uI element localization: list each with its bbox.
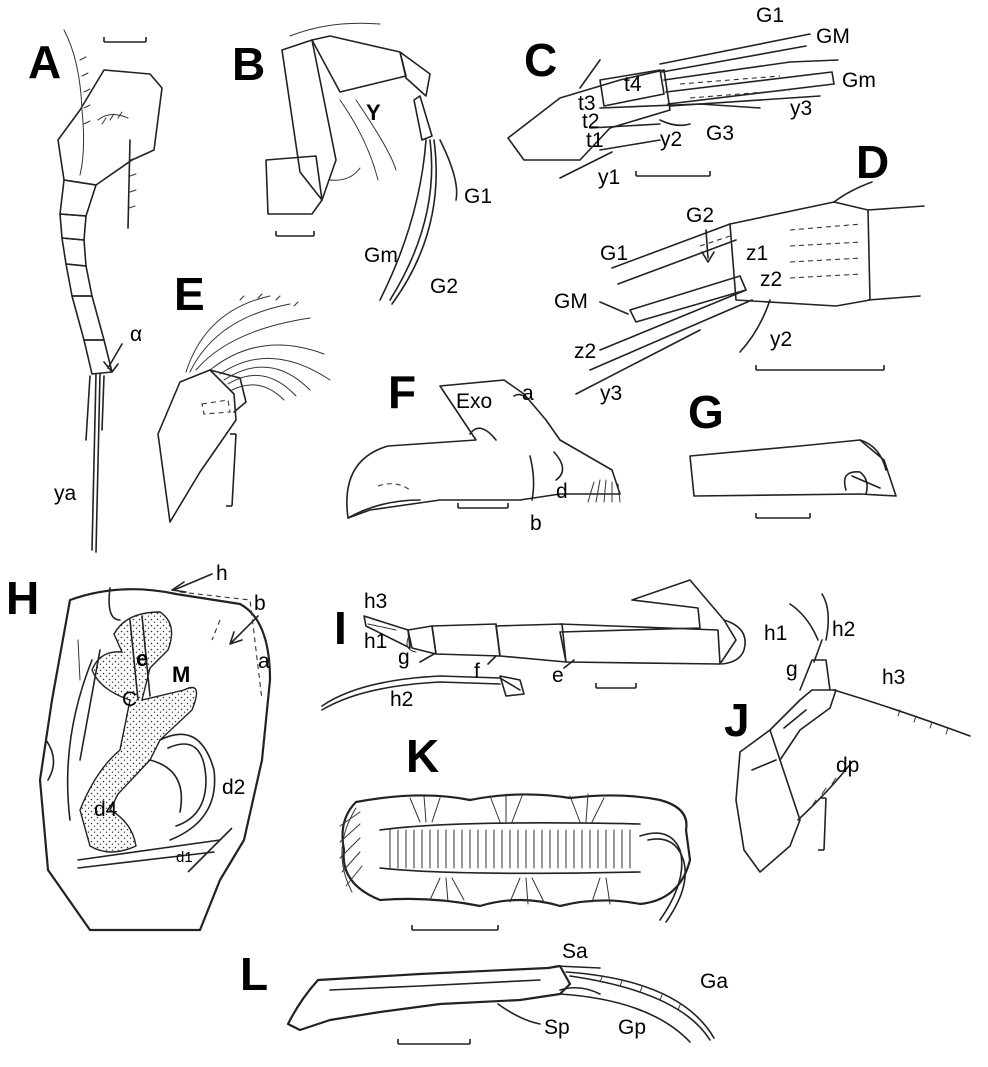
appendage-e-drawing <box>157 293 331 523</box>
panel-letter-j: J <box>724 694 750 746</box>
label-gm: Gm <box>364 244 398 267</box>
segment-k-drawing <box>339 793 692 923</box>
panel-b: B Y G1 Gm G2 <box>232 22 492 305</box>
panel-letter-f: F <box>388 366 416 418</box>
appendage-l-drawing <box>286 964 715 1043</box>
label-gm-d: GM <box>554 290 588 313</box>
label-h1-j: h1 <box>764 622 787 645</box>
label-h2-j: h2 <box>832 618 855 641</box>
panel-letter-i: I <box>334 602 347 654</box>
label-g-i: g <box>398 646 410 669</box>
label-e-h: e <box>136 646 148 671</box>
label-y2-d: y2 <box>770 328 792 351</box>
label-m: M <box>172 662 190 687</box>
label-y3-c: y3 <box>790 97 812 120</box>
label-y: Y <box>366 100 381 125</box>
label-g2-d: G2 <box>686 204 714 227</box>
label-d1: d1 <box>176 849 193 866</box>
panel-letter-k: K <box>406 730 439 782</box>
panel-l: L Sa Ga Sp Gp <box>240 940 728 1045</box>
label-exo: Exo <box>456 390 492 413</box>
label-d4: d4 <box>94 798 118 821</box>
appendage-a-drawing <box>57 29 163 553</box>
genitalia-h-drawing <box>38 587 272 932</box>
label-a-h: a <box>258 650 270 673</box>
panel-letter-e: E <box>174 268 205 320</box>
appendage-f-drawing <box>346 379 621 519</box>
label-z1: z1 <box>746 242 768 265</box>
label-y2-c: y2 <box>660 128 682 151</box>
label-c-h: C <box>122 688 137 711</box>
label-f-i: f <box>474 660 480 683</box>
label-t4: t4 <box>624 73 642 96</box>
label-dp: dp <box>836 754 859 777</box>
appendage-g-drawing <box>689 439 897 497</box>
panel-j: J h1 h2 g h3 dp <box>724 593 971 873</box>
label-z2-lower: z2 <box>574 340 596 363</box>
label-h3-j: h3 <box>882 666 905 689</box>
panel-a: A α ya <box>28 29 163 553</box>
panel-d: D G2 G1 z1 z2 GM z2 y2 y3 <box>554 136 925 405</box>
label-g1: G1 <box>464 185 492 208</box>
label-sp: Sp <box>544 1016 570 1039</box>
panel-g: G <box>688 386 897 519</box>
label-g1-d: G1 <box>600 242 628 265</box>
appendage-j-drawing <box>735 593 971 873</box>
scale-bar-h <box>187 827 233 873</box>
panel-i: I h3 h1 g f e h2 <box>321 579 746 711</box>
label-g-j: g <box>786 658 798 681</box>
panel-c: C G1 GM Gm t4 t3 t2 t1 y3 y2 G3 <box>507 4 876 189</box>
label-y3-d: y3 <box>600 382 622 405</box>
panel-letter-g: G <box>688 386 724 438</box>
panel-h: H h b a e M C d2 d4 <box>6 562 272 932</box>
panel-letter-a: A <box>28 36 61 88</box>
label-h2-i: h2 <box>390 688 413 711</box>
label-alpha: α <box>130 323 142 346</box>
panel-letter-c: C <box>524 34 557 86</box>
label-g1-c: G1 <box>756 4 784 27</box>
label-y1: y1 <box>598 166 620 189</box>
label-gp: Gp <box>618 1016 646 1039</box>
label-t2: t2 <box>582 110 600 133</box>
panel-letter-h: H <box>6 572 39 624</box>
panel-letter-b: B <box>232 38 265 90</box>
appendage-b-drawing <box>265 22 458 305</box>
label-a-f: a <box>522 382 534 405</box>
label-ya: ya <box>54 482 77 505</box>
panel-f: F Exo a d b <box>346 366 621 535</box>
label-b-h: b <box>254 592 266 615</box>
panel-letter-l: L <box>240 948 268 1000</box>
appendage-d-drawing <box>575 181 925 395</box>
label-e-i: e <box>552 664 564 687</box>
label-ga: Ga <box>700 970 728 993</box>
label-sa: Sa <box>562 940 588 963</box>
appendage-c-drawing <box>507 33 839 179</box>
label-h1-i: h1 <box>364 630 387 653</box>
panel-k: K <box>339 730 692 931</box>
label-d2: d2 <box>222 776 245 799</box>
label-b-f: b <box>530 512 542 535</box>
label-d-f: d <box>556 480 568 503</box>
label-t3: t3 <box>578 92 596 115</box>
label-t1: t1 <box>586 129 604 152</box>
label-h-h: h <box>216 562 228 585</box>
label-gm-upper-c: GM <box>816 25 850 48</box>
label-g2: G2 <box>430 275 458 298</box>
label-gm-lower-c: Gm <box>842 69 876 92</box>
panel-e: E <box>157 268 331 523</box>
label-g3: G3 <box>706 122 734 145</box>
label-z2-upper: z2 <box>760 268 782 291</box>
appendage-i-drawing <box>321 579 746 711</box>
panel-letter-d: D <box>856 136 889 188</box>
label-h3-i: h3 <box>364 590 387 613</box>
